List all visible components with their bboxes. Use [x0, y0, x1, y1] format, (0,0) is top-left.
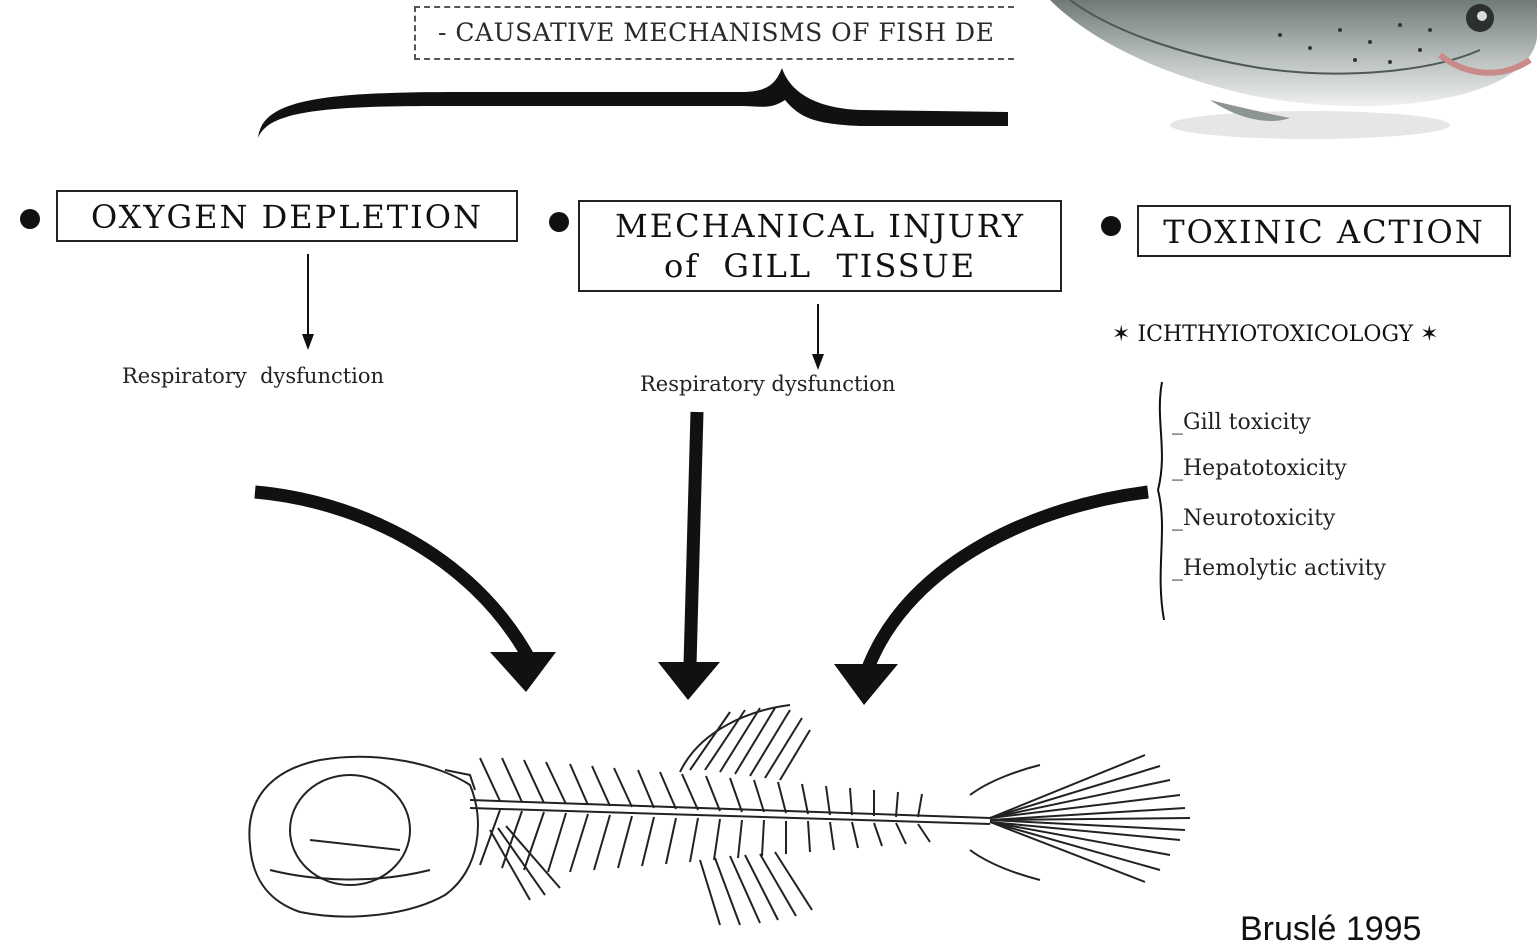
toxicology-item-label: Hepatotoxicity — [1183, 456, 1347, 481]
respiratory-dysfunction-oxygen: Respiratory dysfunction — [122, 364, 384, 388]
toxicology-item-label: Hemolytic activity — [1183, 556, 1386, 581]
toxicology-item: _Gill toxicity — [1172, 410, 1311, 435]
cause-label: OXYGEN DEPLETION — [91, 198, 483, 236]
cause-mechanical-injury: MECHANICAL INJURY of GILL TISSUE — [578, 200, 1062, 292]
cause-label: MECHANICAL INJURY — [580, 206, 1060, 246]
toxicology-heading-text: ICHTHYIOTOXICOLOGY — [1137, 322, 1413, 347]
toxicology-item: _Hemolytic activity — [1172, 556, 1386, 581]
respiratory-dysfunction-mechanical: Respiratory dysfunction — [640, 372, 895, 396]
citation: Bruslé 1995 — [1240, 910, 1421, 949]
toxicology-item: _Neurotoxicity — [1172, 506, 1335, 531]
cause-label-line2: of GILL TISSUE — [580, 246, 1060, 286]
star-icon: ✶ — [1112, 322, 1130, 347]
fish-skeleton-illustration — [230, 700, 1200, 931]
toxicology-item-label: Neurotoxicity — [1183, 506, 1335, 531]
cause-toxinic-action: TOXINIC ACTION — [1137, 205, 1511, 257]
bullet-icon — [549, 212, 569, 232]
toxicology-item-label: Gill toxicity — [1183, 410, 1311, 435]
bullet-icon — [1101, 216, 1121, 236]
bullet-icon — [20, 209, 40, 229]
star-icon: ✶ — [1420, 322, 1438, 347]
toxicology-heading: ✶ ICHTHYIOTOXICOLOGY ✶ — [1112, 322, 1439, 347]
cause-oxygen-depletion: OXYGEN DEPLETION — [56, 190, 518, 242]
toxicology-item: _Hepatotoxicity — [1172, 456, 1347, 481]
cause-label: TOXINIC ACTION — [1163, 213, 1485, 251]
